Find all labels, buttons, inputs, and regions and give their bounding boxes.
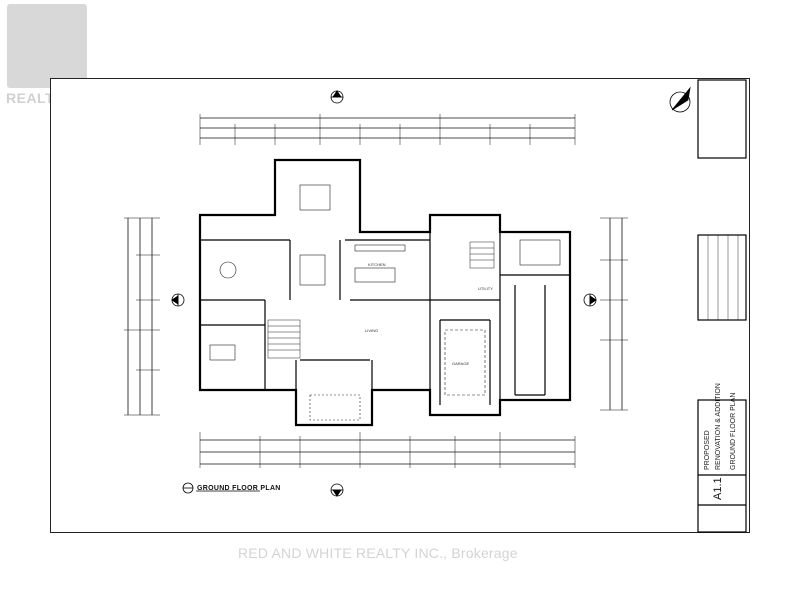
- bed: [209, 344, 236, 361]
- title-drawing: GROUND FLOOR PLAN: [730, 392, 737, 470]
- dining-table: [299, 184, 331, 211]
- room-label-garage: GARAGE: [452, 361, 470, 366]
- kitchen-counter: [354, 244, 406, 252]
- title-block: [697, 399, 747, 533]
- realtor-logo-mark: [7, 4, 87, 88]
- title-project-sub: RENOVATION & ADDITION: [715, 383, 722, 470]
- mechanical: [519, 239, 561, 266]
- revision-block: [697, 234, 747, 321]
- car-outline: [444, 329, 486, 396]
- drawing-caption: GROUND FLOOR PLAN: [197, 485, 281, 492]
- caption-marker: [182, 482, 260, 494]
- drawing-sheet: [50, 78, 750, 533]
- kitchen-island: [354, 267, 396, 283]
- fixture-circle: [219, 261, 237, 279]
- room-label-utility: UTILITY: [478, 286, 493, 291]
- north-arrow: [669, 86, 691, 113]
- stair: [267, 241, 495, 359]
- brokerage-watermark: RED AND WHITE REALTY INC., Brokerage: [238, 545, 518, 561]
- room-label-kitchen: KITCHEN: [368, 262, 386, 267]
- title-block-top: [697, 79, 747, 159]
- exterior-wall: [198, 158, 572, 427]
- table: [299, 254, 326, 286]
- section-marker: [171, 90, 597, 497]
- room-label-living: LIVING: [365, 328, 379, 333]
- porch: [309, 394, 361, 421]
- title-project: PROPOSED: [704, 430, 711, 470]
- sheet-number: A1.1: [712, 477, 724, 500]
